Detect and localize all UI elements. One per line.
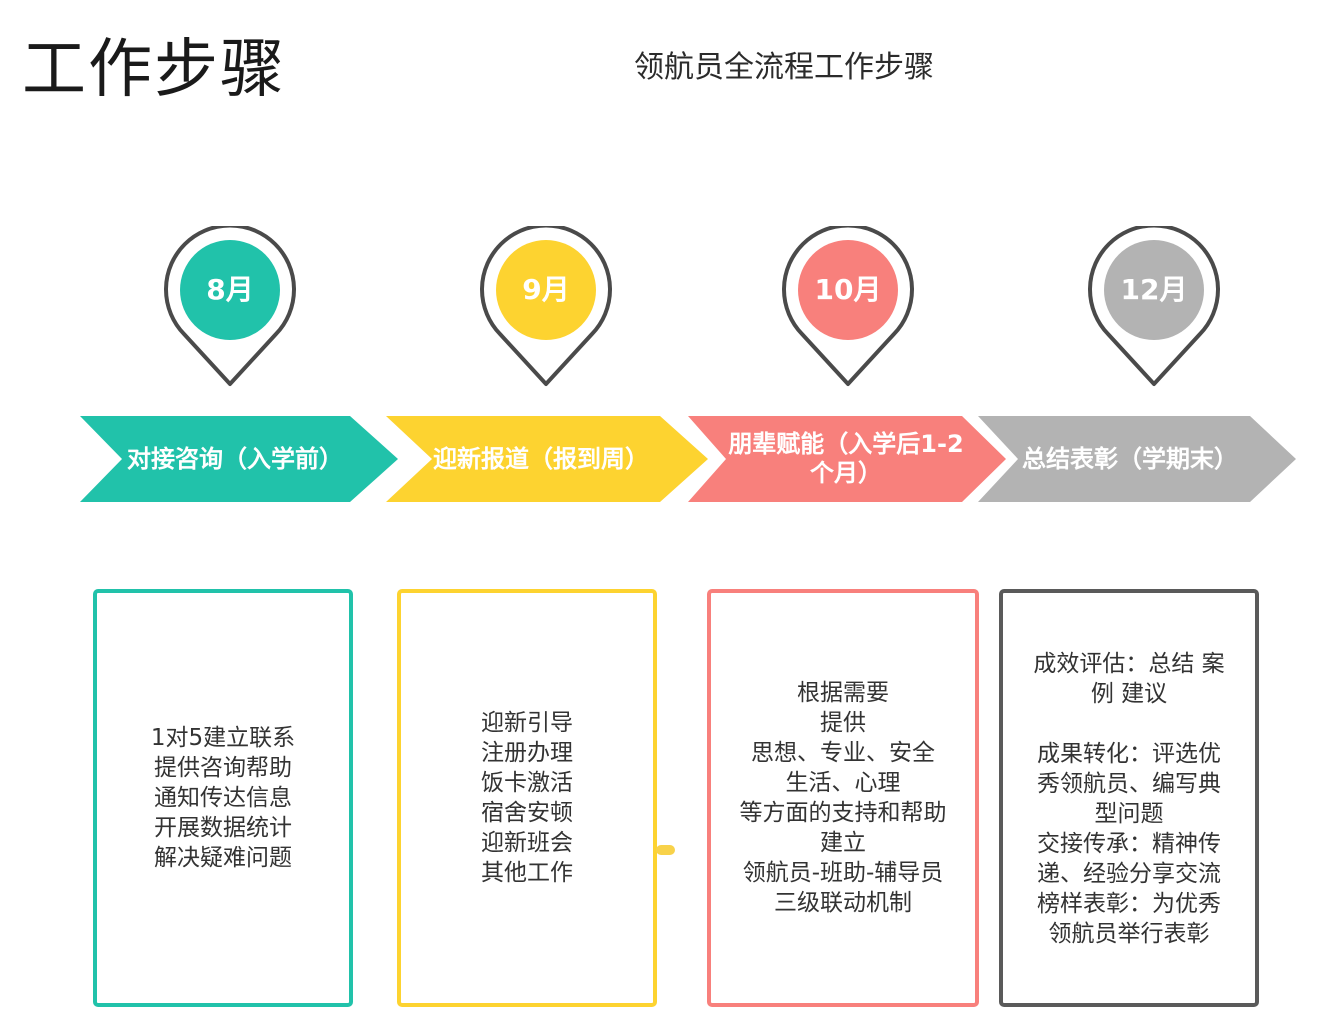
- month-pin-2: 9月: [476, 226, 616, 396]
- month-label: 12月: [1120, 273, 1188, 306]
- card-line: 成果转化：评选优秀领航员、编写典型问题: [1037, 741, 1221, 827]
- connector-dot: [656, 845, 675, 855]
- card-line: 根据需要: [797, 680, 889, 706]
- stage-card-3: 根据需要 提供 思想、专业、安全 生活、心理 等方面的支持和帮助 建立 领航员-…: [707, 589, 979, 1007]
- card-line: 三级联动机制: [774, 890, 912, 916]
- diagram-subtitle: 领航员全流程工作步骤: [634, 50, 934, 85]
- card-line: 迎新引导: [481, 710, 573, 736]
- card-line: 迎新班会: [481, 830, 573, 856]
- month-label: 8月: [206, 273, 254, 306]
- card-line: 建立: [820, 830, 866, 856]
- card-line: 通知传达信息: [154, 785, 292, 811]
- card-line: 开展数据统计: [154, 815, 292, 841]
- stage-card-1: 1对5建立联系 提供咨询帮助 通知传达信息 开展数据统计 解决疑难问题: [93, 589, 353, 1007]
- month-label: 9月: [522, 273, 570, 306]
- card-line: 生活、心理: [785, 770, 901, 796]
- map-pin-icon: [1088, 226, 1220, 386]
- card-line: 宿舍安顿: [481, 800, 573, 826]
- month-pin-1: 8月: [160, 226, 300, 396]
- card-line: 注册办理: [481, 740, 573, 766]
- stage-label-1: 对接咨询（入学前）: [127, 444, 343, 473]
- map-pin-icon: [164, 226, 296, 386]
- card-line: 交接传承：精神传递、经验分享交流: [1037, 831, 1221, 887]
- card-line: 等方面的支持和帮助: [739, 800, 947, 826]
- month-label: 10月: [814, 273, 882, 306]
- map-pin-icon: [480, 226, 612, 386]
- stage-label-4: 总结表彰（学期末）: [1022, 444, 1238, 473]
- card-line: 1对5建立联系: [150, 725, 296, 751]
- page-title: 工作步骤: [22, 33, 286, 107]
- month-pin-4: 12月: [1084, 226, 1224, 396]
- card-line: 榜样表彰：为优秀领航员举行表彰: [1037, 891, 1221, 947]
- card-line: 成效评估：总结 案例 建议: [1033, 651, 1225, 707]
- card-line: 饭卡激活: [481, 770, 573, 796]
- card-line: 提供: [820, 710, 866, 736]
- map-pin-icon: [782, 226, 914, 386]
- card-line: 思想、专业、安全: [751, 740, 935, 766]
- card-line: 提供咨询帮助: [154, 755, 292, 781]
- card-line: 其他工作: [481, 860, 573, 886]
- stage-label-2: 迎新报道（报到周）: [433, 444, 649, 473]
- card-line: 解决疑难问题: [154, 845, 292, 871]
- card-line: 领航员-班助-辅导员: [742, 860, 944, 886]
- stage-label-3: 朋辈赋能（入学后1-2个月）: [728, 430, 964, 487]
- stage-card-2: 迎新引导 注册办理 饭卡激活 宿舍安顿 迎新班会 其他工作: [397, 589, 657, 1007]
- stage-card-4: 成效评估：总结 案例 建议 成果转化：评选优秀领航员、编写典型问题 交接传承：精…: [999, 589, 1259, 1007]
- month-pin-3: 10月: [778, 226, 918, 396]
